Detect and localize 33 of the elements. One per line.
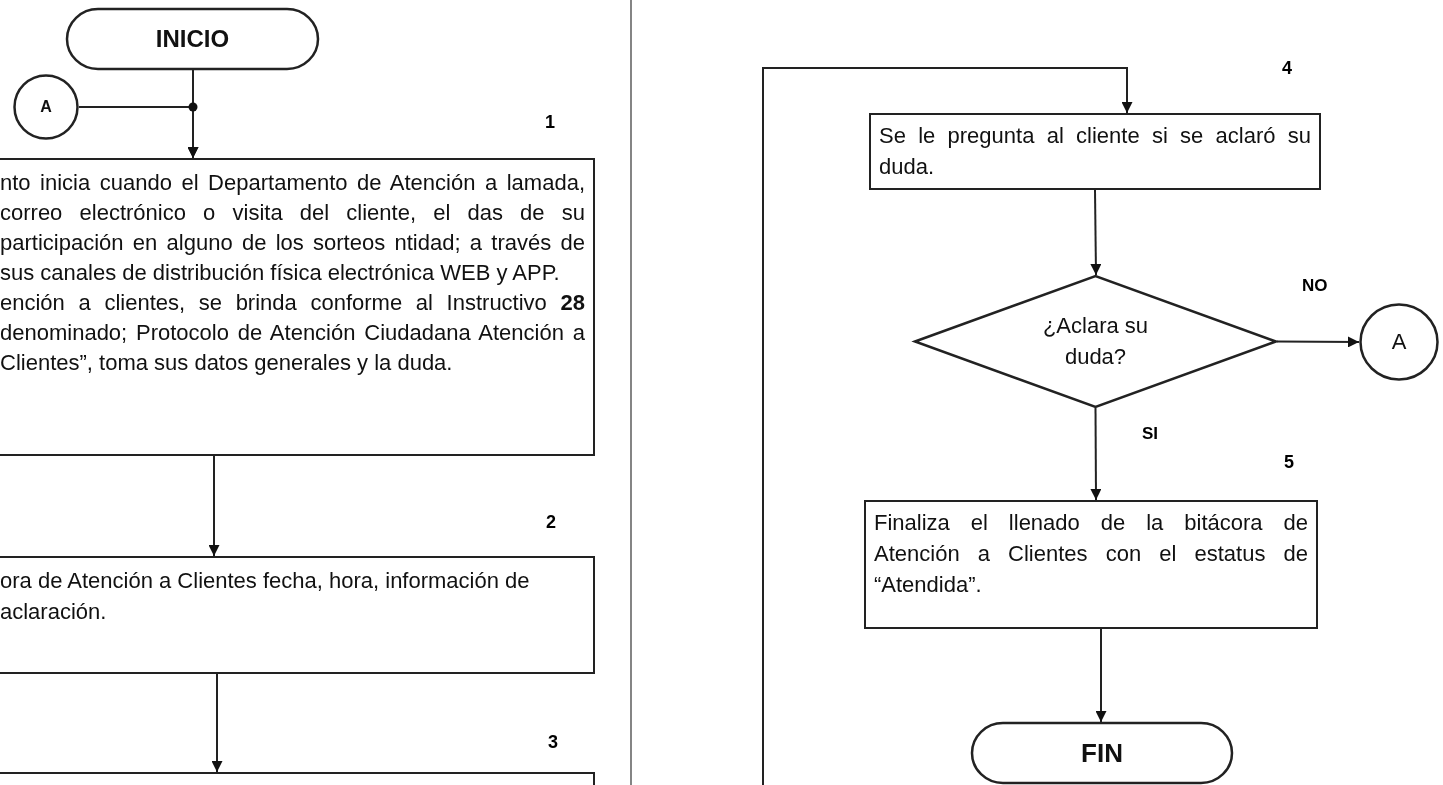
arrow	[211, 673, 223, 773]
step-text: A	[1391, 327, 1407, 356]
decision-text: ¿Aclara su duda?	[1041, 311, 1150, 371]
step-number: 1	[545, 112, 555, 133]
step-number: 3	[548, 732, 558, 753]
step-text: Se le pregunta al cliente si se aclaró su duda.	[879, 122, 1311, 181]
step-text: ora de Atención a Clientes fecha, hora, información de aclaración.	[0, 567, 531, 626]
process-box	[864, 500, 1318, 629]
step-text: A	[40, 96, 52, 117]
step-text: Finaliza el llenado de la bitácora de Atención a Clientes con el estatus de “Atendida”.	[874, 509, 1308, 599]
terminator-text: INICIO	[155, 24, 230, 55]
arrow	[1095, 628, 1107, 723]
process-box	[869, 113, 1321, 190]
step-number: 5	[1284, 452, 1294, 473]
step-number: 4	[1282, 58, 1292, 79]
terminator-text: FIN	[1081, 736, 1123, 770]
process-box	[0, 556, 595, 674]
connector-circle	[1359, 303, 1439, 381]
process-box	[0, 772, 595, 785]
arrow	[78, 106, 199, 159]
decision-diamond	[914, 275, 1277, 408]
terminator-shape	[971, 722, 1233, 784]
step-text: ención a clientes, se brinda conforme al Instructivo 28 denominado; Protocolo de Atención Ciudadana Atención a Clientes”, toma sus datos generales y la duda.	[0, 289, 585, 377]
arrow	[1090, 407, 1102, 501]
arrow	[1090, 189, 1102, 276]
step-number: 2	[546, 512, 556, 533]
arrow	[208, 455, 220, 557]
step-text: nto inicia cuando el Departamento de Atención a lamada, correo electrónico o visita del cliente, el das de su participación en alguno de los sorteos ntidad; a través de sus canales de distribución física electrónica WEB y APP.	[0, 169, 585, 287]
process-box	[0, 158, 595, 456]
arrow	[1276, 336, 1360, 348]
terminator-shape	[66, 8, 319, 70]
arrow	[762, 67, 1133, 785]
connector-circle	[13, 74, 79, 140]
